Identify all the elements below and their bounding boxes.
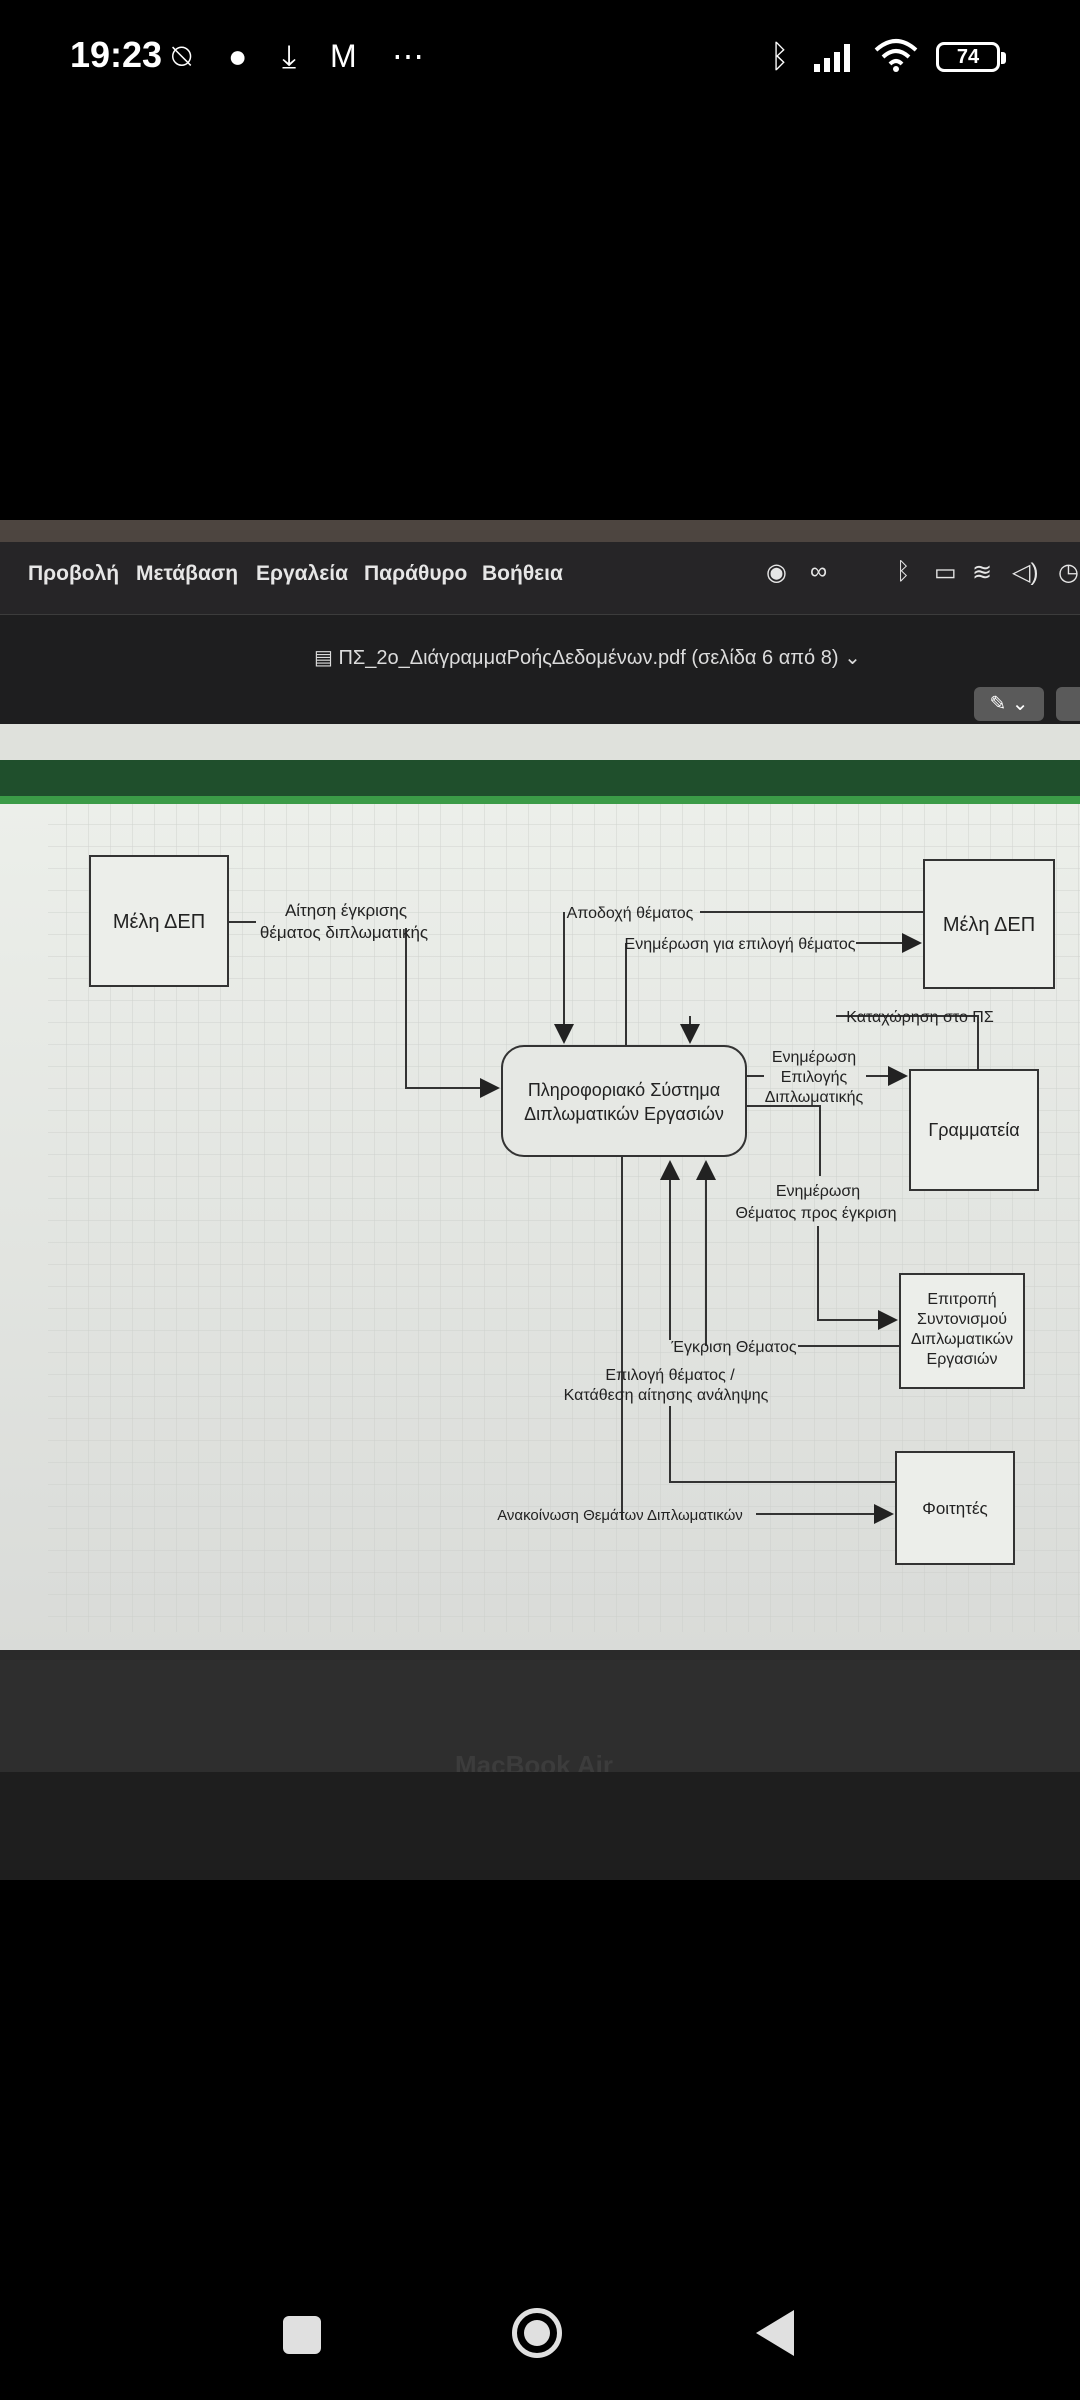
- status-bar: 19:23 ⍉ ● ⤓ M ⋯ ᛒ 74: [0, 0, 1080, 120]
- entity-epitropi: [899, 1273, 1025, 1389]
- laptop-base: [0, 1772, 1080, 1880]
- signal-icon: [814, 44, 850, 72]
- flow-enimerosi-epilogis-label-3: Διπλωματικής: [765, 1089, 864, 1106]
- menu-window[interactable]: Παράθυρο: [364, 562, 468, 585]
- wifi-icon[interactable]: ≋: [972, 559, 993, 586]
- menu-view[interactable]: Προβολή: [28, 562, 120, 585]
- entity-epitropi-label-4: Εργασιών: [927, 1351, 998, 1368]
- clock-icon[interactable]: ◷: [1058, 559, 1079, 586]
- mute-alarm-icon: ⍉: [172, 38, 192, 74]
- photo: Προβολή Μετάβαση Εργαλεία Παράθυρο Βοήθε…: [0, 520, 1080, 1880]
- flow-kataxorisi-label: Καταχώρηση στο ΠΣ: [846, 1009, 994, 1026]
- entity-meli-dep-left-label: Μέλη ΔΕΠ: [113, 911, 205, 933]
- flow-enimerosi-egkrisi-label-1: Ενημέρωση: [776, 1183, 860, 1200]
- document-title[interactable]: ▤ ΠΣ_2ο_ΔιάγραμμαΡοήςΔεδομένων.pdf (σελί…: [314, 647, 861, 669]
- flow-aitisi-arrow: [405, 928, 500, 1098]
- flow-enimerosi-epilogi-label: Ενημέρωση για επιλογή θέματος: [625, 936, 856, 953]
- entity-meli-dep-left: [89, 855, 229, 987]
- flow-kataxorisi-line: [836, 1015, 979, 1070]
- flow-enimerosi-epilogis-label-1: Ενημέρωση: [772, 1049, 856, 1066]
- flow-anakoinosi-label: Ανακοίνωση Θεμάτων Διπλωματικών: [497, 1507, 743, 1524]
- pen-icon: ✎ ⌄: [989, 693, 1029, 715]
- entity-epitropi-label-1: Επιτροπή: [927, 1291, 996, 1308]
- entity-grammateia: [909, 1069, 1039, 1191]
- entity-epitropi-label-3: Διπλωματικών: [911, 1331, 1013, 1348]
- pdf-file-icon: ▤: [314, 647, 339, 669]
- document-green-edge: [0, 796, 1080, 804]
- window-titlebar: ▤ ΠΣ_2ο_ΔιάγραμμαΡοήςΔεδομένων.pdf (σελί…: [0, 614, 1080, 725]
- flow-apodoxi-label: Αποδοχή θέματος: [567, 905, 694, 922]
- flow-aitisi-label-2: θέματος διπλωματικής: [260, 923, 428, 942]
- menu-help[interactable]: Βοήθεια: [482, 562, 563, 585]
- entity-meli-dep-right: [923, 859, 1055, 989]
- notification-icon[interactable]: ◉: [766, 559, 787, 586]
- flow-enimerosi-egkrisi-line: [746, 1105, 821, 1176]
- flow-epilogi-label-1: Επιλογή θέματος /: [605, 1367, 735, 1384]
- mac-menubar: Προβολή Μετάβαση Εργαλεία Παράθυρο Βοήθε…: [0, 542, 1080, 614]
- process-system-label-1: Πληροφοριακό Σύστημα: [528, 1080, 720, 1100]
- entity-meli-dep-right-label: Μέλη ΔΕΠ: [943, 914, 1035, 936]
- wifi-icon: [874, 39, 918, 72]
- flow-enimerosi-epilogis-label-2: Επιλογής: [781, 1069, 848, 1086]
- process-system-label-2: Διπλωματικών Εργασιών: [524, 1104, 724, 1124]
- laptop-bezel: [0, 520, 1080, 542]
- entity-grammateia-label: Γραμματεία: [928, 1120, 1019, 1140]
- volume-icon[interactable]: ◁): [1012, 559, 1039, 586]
- battery-indicator: 74: [936, 42, 1006, 72]
- menu-go[interactable]: Μετάβαση: [136, 562, 239, 585]
- more-dots-icon: ⋯: [392, 38, 424, 74]
- laptop-lower-bezel: [0, 1660, 1080, 1772]
- flow-enimerosi-egkrisi-arrow: [817, 1226, 898, 1330]
- download-icon: ⤓: [282, 38, 297, 74]
- creative-cloud-icon[interactable]: ∞: [810, 558, 828, 585]
- recents-button[interactable]: [283, 2316, 321, 2354]
- menu-tools[interactable]: Εργαλεία: [256, 562, 348, 585]
- data-flow-diagram: Μέλη ΔΕΠ Μέλη ΔΕΠ Πληροφοριακό Σύστημα Δ…: [0, 804, 1080, 1650]
- back-button[interactable]: [756, 2310, 794, 2356]
- flow-enimerosi-egkrisi-label-2: Θέματος προς έγκριση: [736, 1205, 897, 1222]
- flow-aitisi-label-1: Αίτηση έγκρισης: [285, 901, 407, 920]
- bluetooth-icon: ᛒ: [770, 38, 790, 74]
- bluetooth-icon[interactable]: ᛒ: [896, 558, 911, 585]
- document-header-strip: [0, 724, 1080, 760]
- entity-foitites-label: Φοιτητές: [922, 1499, 987, 1518]
- flow-egkrisi-label: Έγκριση Θέματος: [670, 1339, 796, 1356]
- flow-epilogi-label-2: Κατάθεση αίτησης ανάληψης: [564, 1387, 769, 1404]
- gmail-icon: M: [330, 38, 357, 74]
- entity-foitites: [895, 1451, 1015, 1565]
- airplay-icon[interactable]: ▭: [934, 559, 957, 586]
- entity-epitropi-label-2: Συντονισμού: [917, 1311, 1007, 1328]
- process-system: [501, 1045, 747, 1157]
- share-button[interactable]: [1056, 687, 1080, 721]
- status-time: 19:23: [70, 34, 163, 75]
- document-green-band: [0, 760, 1080, 796]
- chevron-down-icon: ⌄: [838, 647, 861, 669]
- flow-epilogi-line: [669, 1406, 896, 1483]
- home-button-dot: [524, 2320, 550, 2346]
- home-button[interactable]: [512, 2308, 562, 2358]
- chat-bubble-icon: ●: [228, 38, 248, 74]
- markup-button[interactable]: ✎ ⌄: [974, 687, 1044, 721]
